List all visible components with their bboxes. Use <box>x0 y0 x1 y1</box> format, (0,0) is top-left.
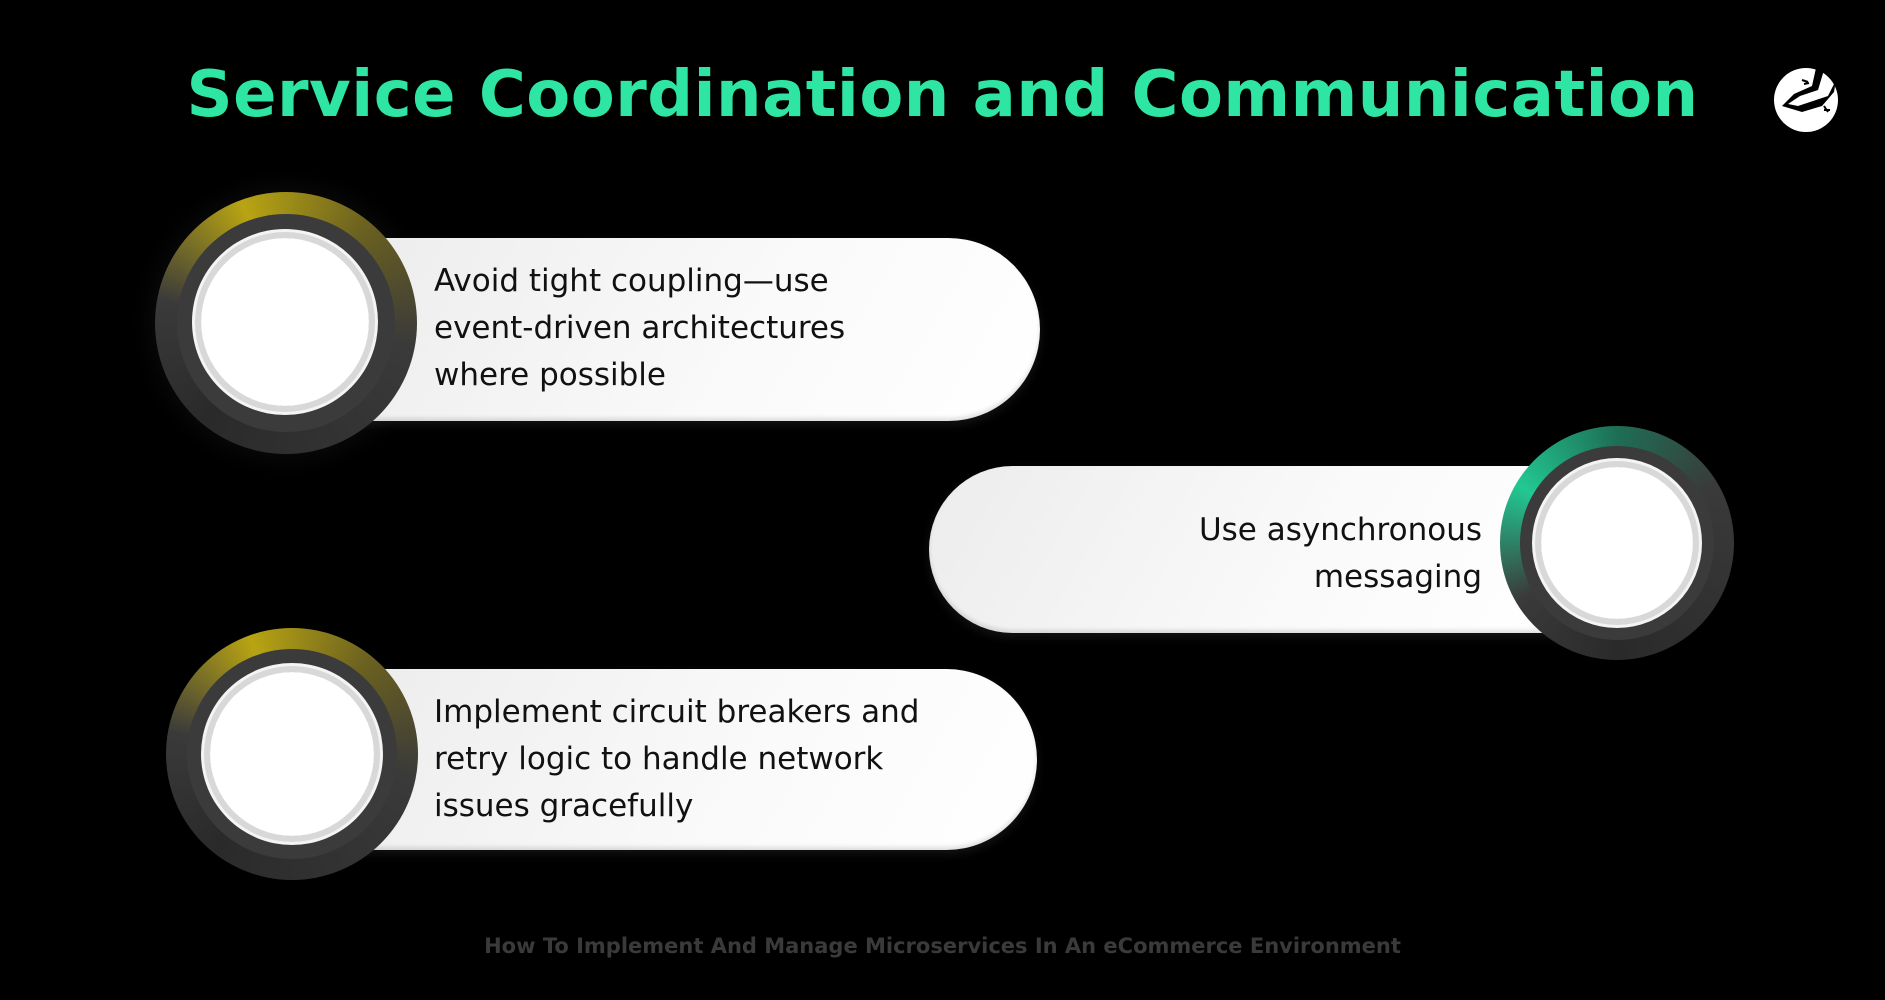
step-text: Avoid tight coupling—use event-driven ar… <box>434 258 845 399</box>
page-title: Service Coordination and Communication <box>186 58 1699 132</box>
step-circle <box>201 238 369 406</box>
step-text: Use asynchronous messaging <box>1199 507 1482 601</box>
text-line: where possible <box>434 357 666 393</box>
step-circle <box>210 672 374 836</box>
step-card <box>330 238 1040 421</box>
text-line: event-driven architectures <box>434 310 846 346</box>
lizard-logo-icon <box>1774 68 1838 132</box>
text-line: Implement circuit breakers and <box>434 694 920 730</box>
text-line: Use asynchronous <box>1198 512 1482 548</box>
text-line: issues gracefully <box>434 788 694 824</box>
text-line: Avoid tight coupling—use <box>434 263 829 299</box>
step-card <box>929 466 1569 633</box>
step-circle <box>1541 467 1693 619</box>
step-card <box>330 669 1037 850</box>
text-line: messaging <box>1313 559 1482 595</box>
footer-caption: How To Implement And Manage Microservice… <box>484 934 1401 958</box>
text-line: retry logic to handle network <box>434 741 884 777</box>
step-text: Implement circuit breakers and retry log… <box>434 689 919 830</box>
